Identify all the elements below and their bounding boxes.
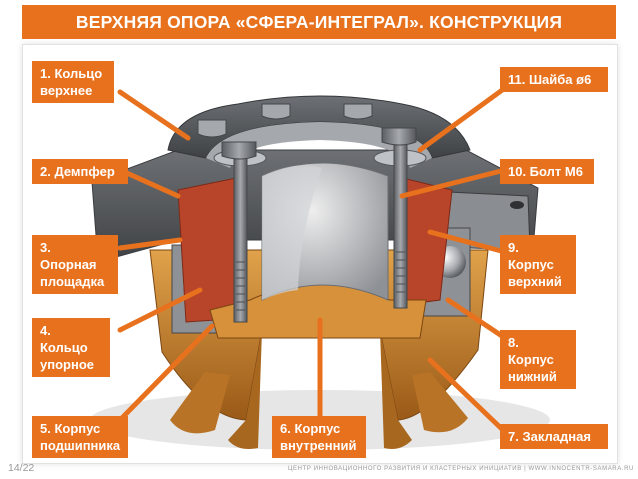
leader-11 bbox=[417, 85, 508, 153]
leader-10 bbox=[399, 167, 508, 199]
bolt-head-right bbox=[381, 127, 417, 146]
leader-9 bbox=[427, 229, 508, 255]
flange-hole bbox=[510, 201, 524, 209]
page-number: 14/22 bbox=[8, 462, 35, 474]
label-thrust-ring: 4. Кольцо упорное bbox=[32, 318, 110, 377]
bolt-right-shank bbox=[393, 137, 408, 309]
label-damper: 2. Демпфер bbox=[32, 159, 128, 184]
label-lower-housing: 8. Корпус нижний bbox=[500, 330, 576, 389]
leader-4 bbox=[117, 287, 203, 333]
leader-8 bbox=[445, 297, 508, 341]
slide-title: ВЕРХНЯЯ ОПОРА «СФЕРА-ИНТЕГРАЛ». КОНСТРУК… bbox=[22, 5, 616, 39]
label-support-pad: 3. Опорная площадка bbox=[32, 235, 118, 294]
label-washer: 11. Шайба ø6 bbox=[500, 67, 608, 92]
callout-leaders bbox=[117, 85, 508, 435]
label-bolt-m6: 10. Болт М6 bbox=[500, 159, 594, 184]
label-upper-ring: 1. Кольцо верхнее bbox=[32, 61, 114, 103]
label-inner-housing: 6. Корпус внутренний bbox=[272, 416, 366, 458]
leader-2 bbox=[117, 167, 181, 199]
leader-3 bbox=[117, 237, 183, 251]
leader-5 bbox=[117, 323, 215, 423]
leader-7 bbox=[427, 357, 508, 435]
footer-organization: ЦЕНТР ИННОВАЦИОННОГО РАЗВИТИЯ И КЛАСТЕРН… bbox=[288, 466, 634, 472]
bolt-left-shank bbox=[233, 149, 248, 323]
leader-1 bbox=[117, 89, 191, 141]
label-bearing-housing: 5. Корпус подшипника bbox=[32, 416, 128, 458]
label-insert: 7. Закладная bbox=[500, 424, 608, 449]
bolt-head-left bbox=[221, 141, 257, 160]
label-upper-housing: 9. Корпус верхний bbox=[500, 235, 576, 294]
